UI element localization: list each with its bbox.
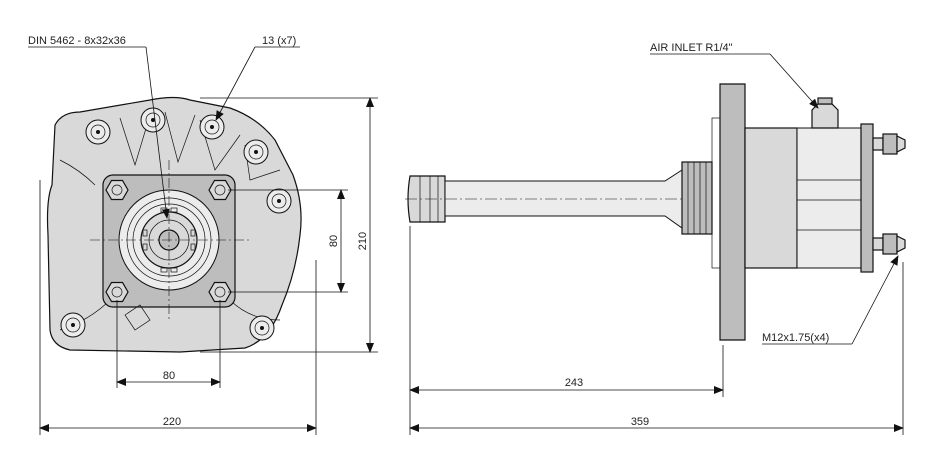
dim-front-height: 210 [357,232,369,250]
dim-bolt-spacing-v: 80 [328,235,340,247]
dim-shaft-length: 243 [565,377,583,389]
side-dimensions: 243 359 [409,226,904,435]
label-din: DIN 5462 - 8x32x36 [28,35,126,47]
mounting-flange [719,83,746,341]
dim-bolt-spacing-h: 80 [163,370,175,382]
mounting-holes [60,107,292,341]
side-view [405,83,906,341]
dim-front-width: 220 [163,416,181,428]
front-leaders: DIN 5462 - 8x32x36 13 (x7) [28,35,300,219]
label-bolts: M12x1.75(x4) [762,332,829,344]
front-view [46,96,302,353]
label-holes: 13 (x7) [262,35,296,47]
air-inlet-fitting [811,103,839,129]
label-air-inlet: AIR INLET R1/4" [650,42,733,54]
flange-nuts [105,179,232,303]
dim-total-length: 359 [631,416,649,428]
side-leaders: AIR INLET R1/4" M12x1.75(x4) [650,42,899,345]
pump-body [744,127,798,269]
side-bolts [872,133,906,255]
front-dimensions: 220 80 80 210 [39,97,378,435]
